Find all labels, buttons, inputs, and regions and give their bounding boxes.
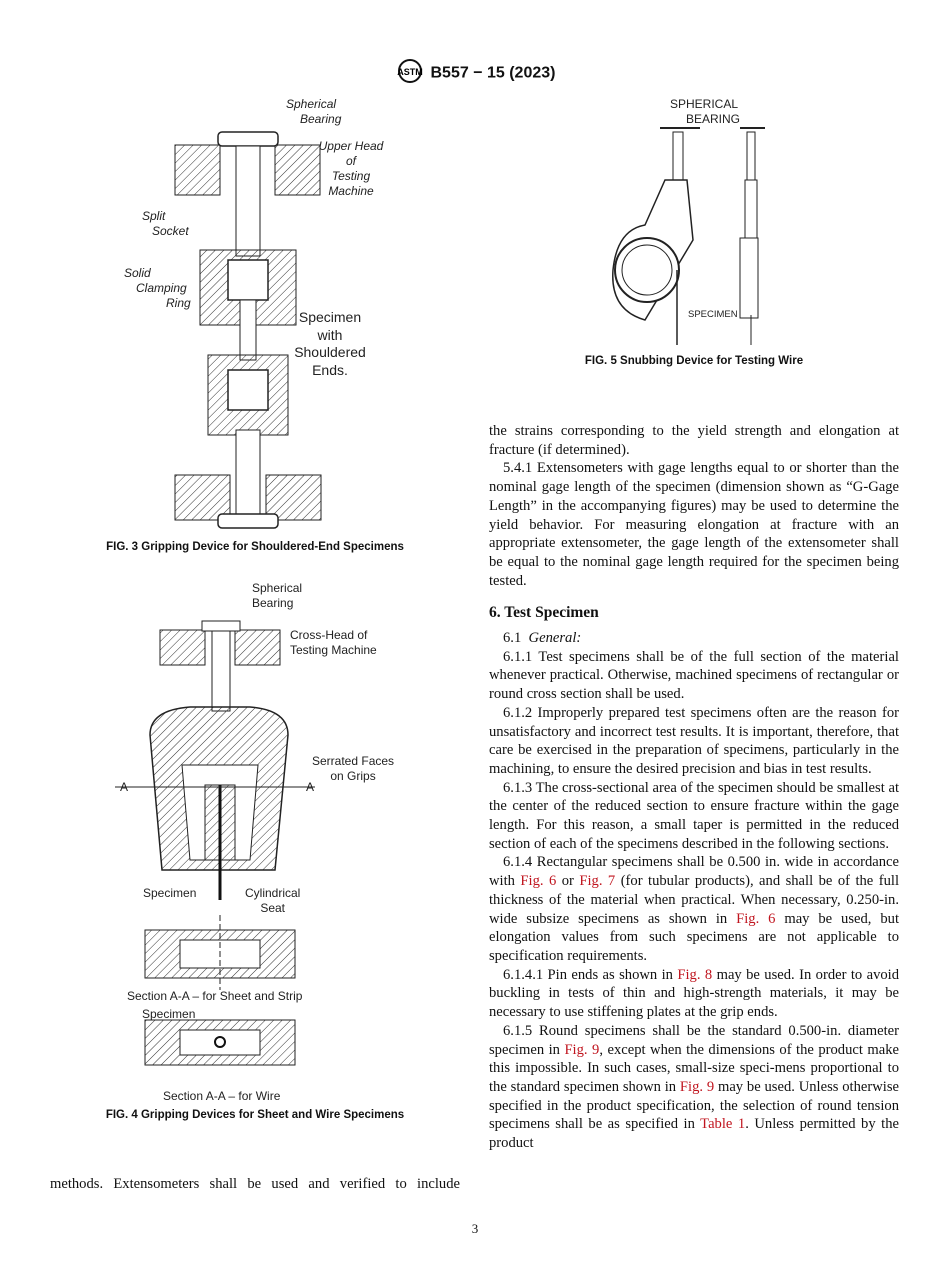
link-table-1[interactable]: Table 1 <box>700 1116 746 1133</box>
document-title: B557 − 15 (2023) <box>430 64 556 82</box>
paragraph-6-1-2: 6.1.2 Improperly prepared test specimens… <box>489 704 899 777</box>
paragraph-5-4-1: 5.4.1 Extensometers with gage lengths eq… <box>489 460 899 589</box>
fig4-label-a-right: A <box>306 780 315 794</box>
paragraph-6-1: 6.1 General: <box>503 630 582 647</box>
link-fig-7[interactable]: Fig. 7 <box>579 873 616 890</box>
page-number: 3 <box>471 1221 479 1236</box>
link-fig-6[interactable]: Fig. 6 <box>520 873 557 890</box>
right-column-text: the strains corresponding to the yield s… <box>489 422 899 1153</box>
left-column-text: methods. Extensometers shall be used and… <box>50 1176 460 1192</box>
fig5-caption: FIG. 5 Snubbing Device for Testing Wire <box>584 355 804 367</box>
fig4-drawing <box>110 615 320 1090</box>
page-header: ASTM B557 − 15 (2023) <box>0 58 950 89</box>
fig4-label-section-sheet: Section A-A – for Sheet and Strip <box>127 989 303 1003</box>
fig4-label-section-wire: Section A-A – for Wire <box>163 1089 281 1103</box>
paragraph-continuation: the strains corresponding to the yield s… <box>489 423 899 458</box>
fig3-drawing <box>170 100 330 535</box>
fig5-label-specimen: SPECIMEN <box>688 309 738 320</box>
fig3-caption: FIG. 3 Gripping Device for Shouldered-En… <box>106 541 404 553</box>
paragraph-6-1-4: 6.1.4 Rectangular specimens shall be 0.5… <box>489 854 899 964</box>
link-fig-9[interactable]: Fig. 9 <box>679 1078 715 1095</box>
fig5-drawing <box>605 120 785 345</box>
link-fig-8[interactable]: Fig. 8 <box>677 966 713 983</box>
fig4-label-a-left: A <box>120 780 129 794</box>
astm-logo: ASTM <box>395 58 425 89</box>
link-fig-9[interactable]: Fig. 9 <box>564 1041 600 1058</box>
paragraph-6-1-3: 6.1.3 The cross-sectional area of the sp… <box>489 779 899 852</box>
fig4-label-specimen-wire: Specimen <box>142 1007 196 1021</box>
paragraph-6-1-5: 6.1.5 Round specimens shall be the stand… <box>489 1022 900 1152</box>
paragraph-6-1-4-1: 6.1.4.1 Pin ends as shown in Fig. 8 may … <box>489 966 900 1021</box>
section-heading-6: 6. Test Specimen <box>489 604 599 622</box>
fig4-caption: FIG. 4 Gripping Devices for Sheet and Wi… <box>105 1109 405 1121</box>
svg-text:ASTM: ASTM <box>397 67 423 77</box>
paragraph-6-1-1: 6.1.1 Test specimens shall be of the ful… <box>489 648 899 703</box>
link-fig-6[interactable]: Fig. 6 <box>736 910 776 927</box>
fig4-label-specimen: Specimen <box>143 886 197 900</box>
